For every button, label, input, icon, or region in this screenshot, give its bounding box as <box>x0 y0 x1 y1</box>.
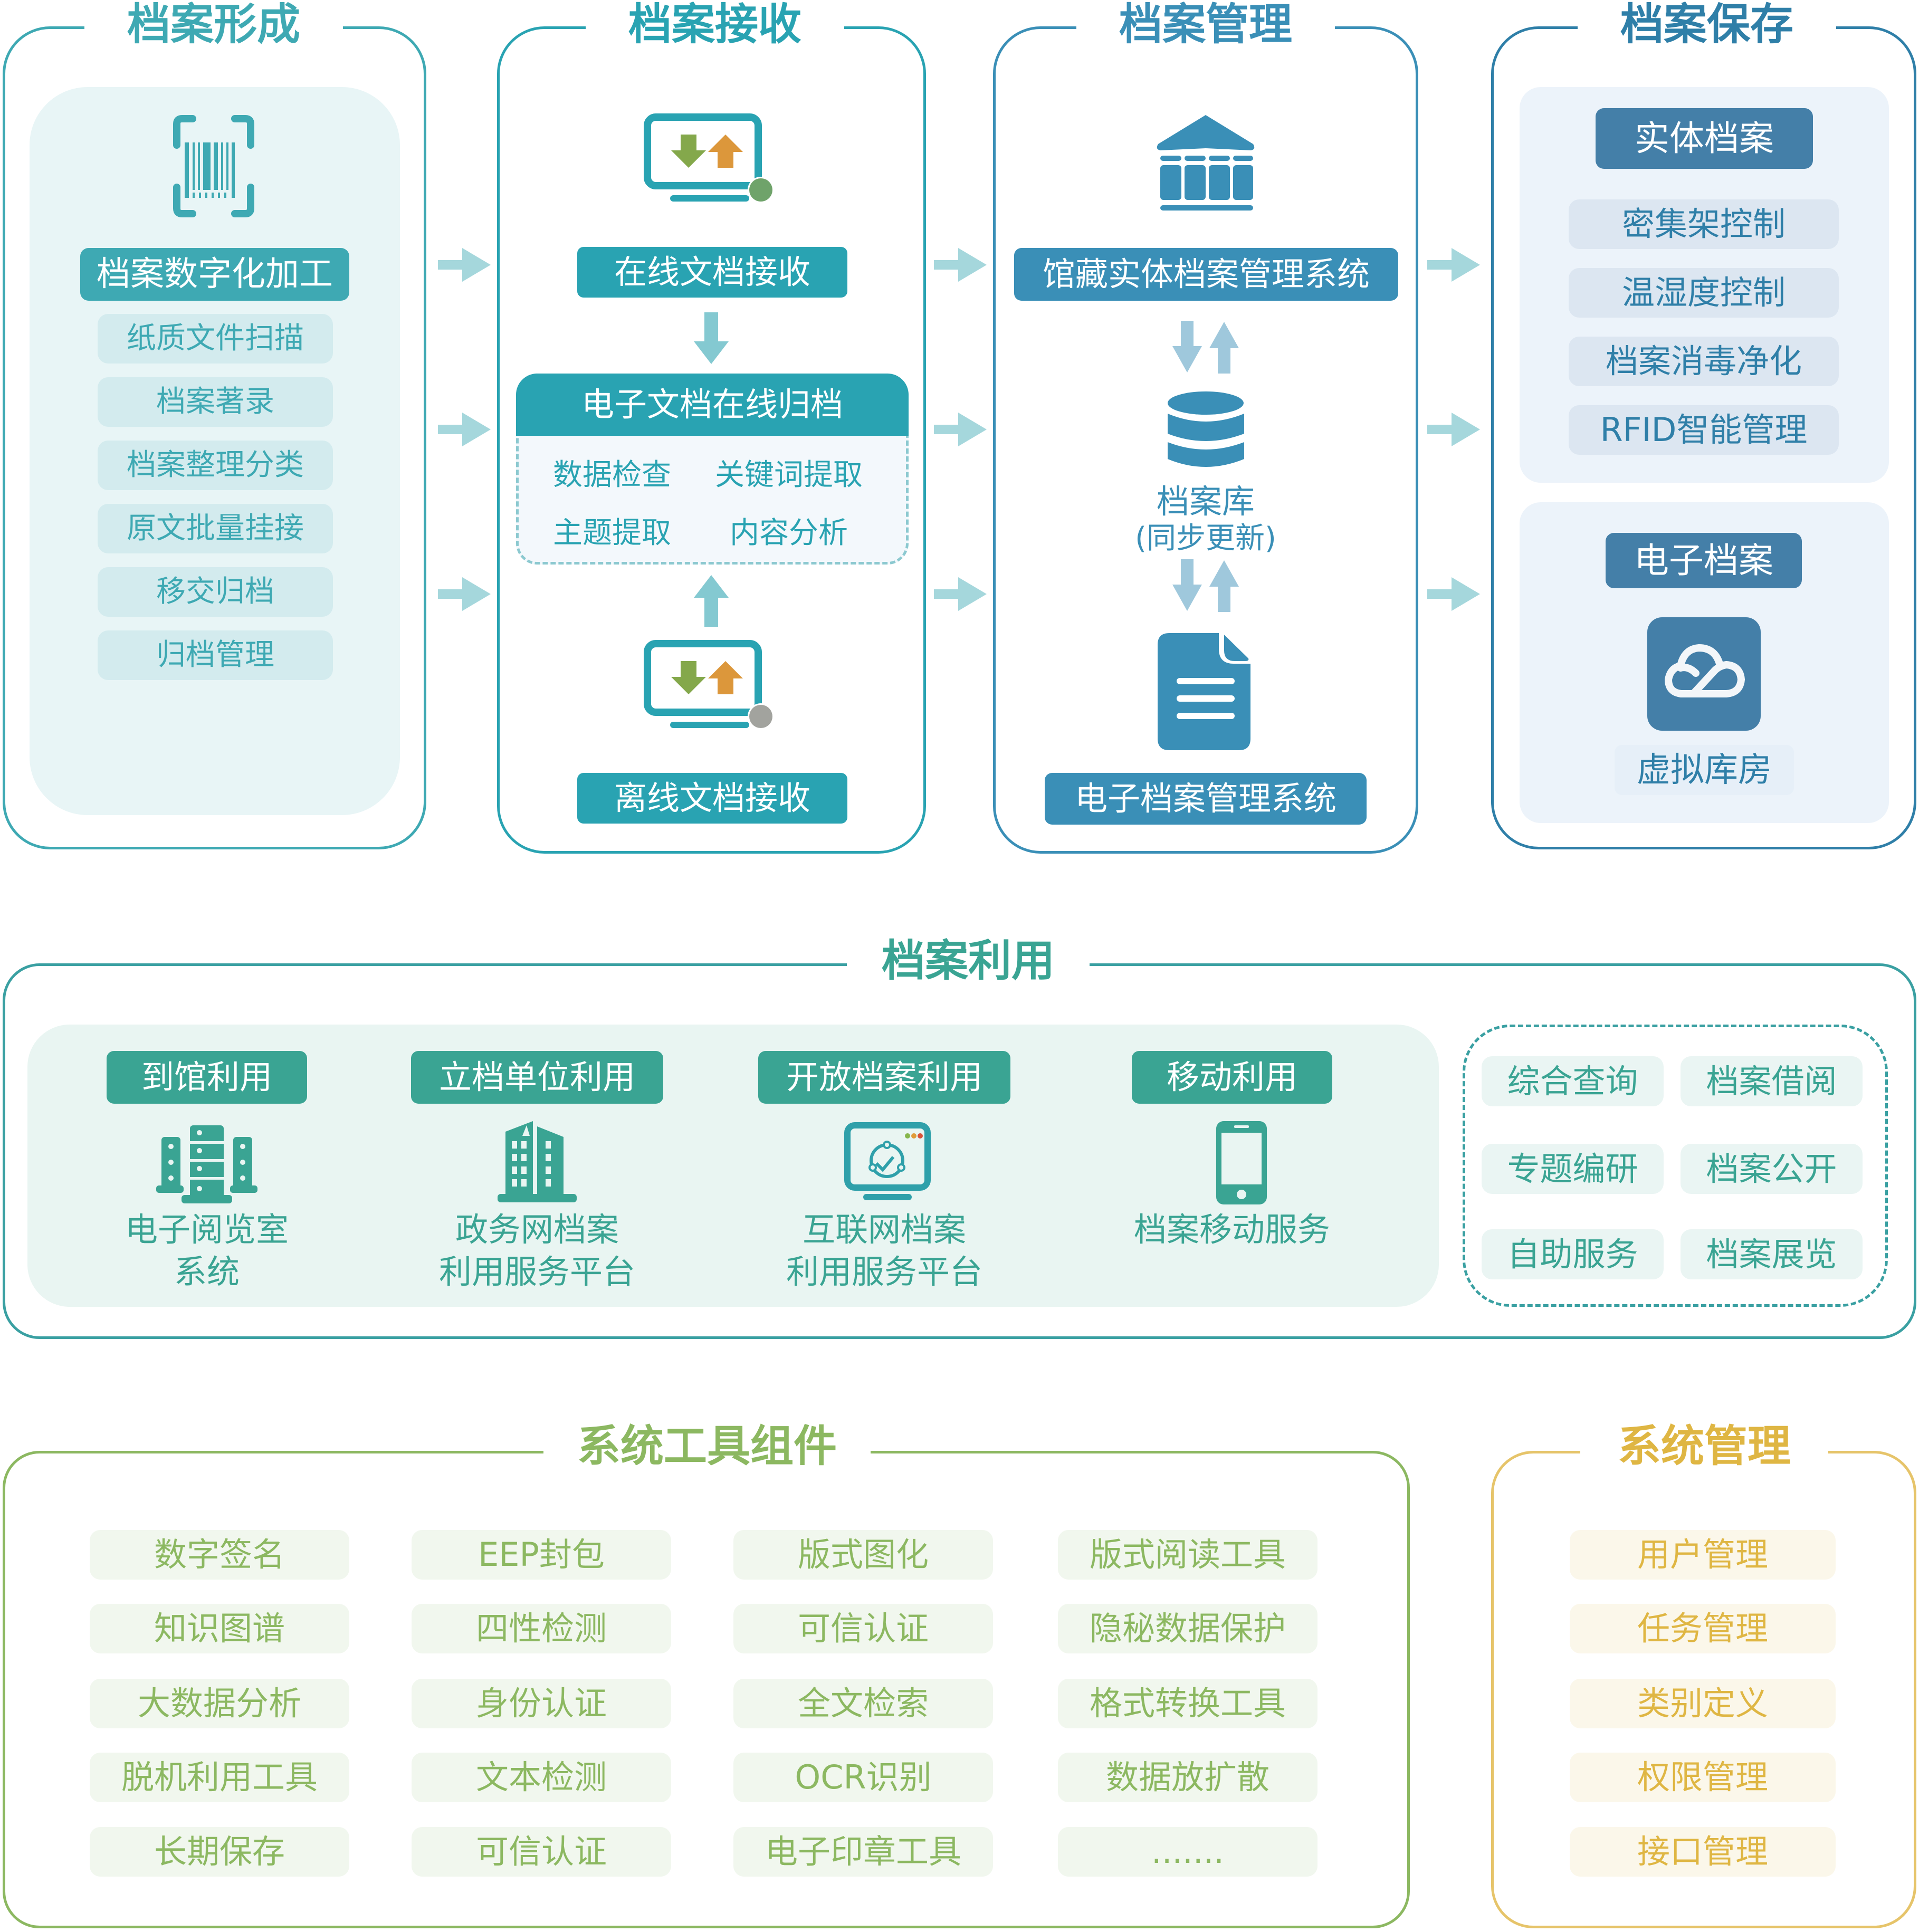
online-receive-label: 在线文档接收 <box>577 247 847 298</box>
utilization-channel-label: 互联网档案 <box>802 1210 966 1249</box>
archive-item-keyword-extract: 关键词提取 <box>715 458 863 492</box>
virtual-warehouse-label: 虚拟库房 <box>1615 745 1794 795</box>
physical-archive-item: RFID智能管理 <box>1569 405 1839 455</box>
tool-component-item[interactable]: 大数据分析 <box>90 1679 349 1728</box>
utilization-channel-label: 系统 <box>174 1252 240 1291</box>
right-arrow-icon <box>438 577 491 611</box>
system-management-title: 系统管理 <box>1580 1422 1828 1468</box>
reading-room-icon <box>154 1121 260 1206</box>
utilization-service-button[interactable]: 档案公开 <box>1681 1144 1863 1194</box>
utilization-channel-label: 档案移动服务 <box>1133 1210 1330 1249</box>
physical-archive-header: 实体档案 <box>1596 108 1813 169</box>
physical-archive-item: 温湿度控制 <box>1569 268 1839 318</box>
tool-component-item[interactable]: 四性检测 <box>412 1604 671 1653</box>
tool-component-item[interactable]: EEP封包 <box>412 1530 671 1580</box>
sync-arrows-icon-lower <box>1166 559 1245 612</box>
database-icon <box>1165 391 1247 471</box>
utilization-channel-label: 利用服务平台 <box>438 1252 635 1291</box>
monitor-transfer-online-icon <box>641 111 778 216</box>
formation-item: 档案著录 <box>98 377 333 427</box>
utilization-service-button[interactable]: 综合查询 <box>1482 1056 1664 1106</box>
tool-component-item[interactable]: 数据放扩散 <box>1058 1753 1317 1802</box>
cloud-icon <box>1647 617 1761 731</box>
down-arrow-icon <box>693 312 730 365</box>
right-arrow-icon <box>1427 577 1480 611</box>
monitor-transfer-offline-icon <box>641 637 778 743</box>
utilization-channel-tag: 立档单位利用 <box>411 1051 663 1104</box>
right-arrow-icon <box>438 413 491 446</box>
utilization-service-button[interactable]: 档案展览 <box>1681 1229 1863 1279</box>
formation-title: 档案形成 <box>84 0 343 46</box>
right-arrow-icon <box>1427 413 1480 446</box>
tool-component-item[interactable]: 格式转换工具 <box>1058 1679 1317 1728</box>
utilization-service-button[interactable]: 档案借阅 <box>1681 1056 1863 1106</box>
offline-receive-label: 离线文档接收 <box>577 773 847 824</box>
tool-component-item[interactable]: 隐秘数据保护 <box>1058 1604 1317 1653</box>
tool-component-item[interactable]: 知识图谱 <box>90 1604 349 1653</box>
right-arrow-icon <box>934 248 987 282</box>
formation-item: 归档管理 <box>98 630 333 680</box>
utilization-channel-label: 利用服务平台 <box>786 1252 982 1291</box>
right-arrow-icon <box>934 413 987 446</box>
document-icon <box>1156 633 1256 752</box>
system-management-item[interactable]: 用户管理 <box>1570 1530 1836 1580</box>
mobile-phone-icon <box>1179 1121 1285 1206</box>
physical-archive-item: 密集架控制 <box>1569 199 1839 249</box>
right-arrow-icon <box>934 577 987 611</box>
formation-item: 移交归档 <box>98 567 333 617</box>
tool-component-item[interactable]: 版式图化 <box>733 1530 993 1580</box>
tool-component-item[interactable]: 版式阅读工具 <box>1058 1530 1317 1580</box>
right-arrow-icon <box>438 248 491 282</box>
tool-component-item[interactable]: 脱机利用工具 <box>90 1753 349 1802</box>
barcode-scan-icon <box>161 113 266 219</box>
system-management-item[interactable]: 类别定义 <box>1570 1679 1836 1728</box>
system-management-item[interactable]: 任务管理 <box>1570 1604 1836 1653</box>
utilization-channel-tag: 移动利用 <box>1132 1051 1332 1104</box>
utilization-service-button[interactable]: 专题编研 <box>1482 1144 1664 1194</box>
tool-component-item[interactable]: 可信认证 <box>412 1827 671 1877</box>
formation-item: 原文批量挂接 <box>98 504 333 553</box>
utilization-service-button[interactable]: 自助服务 <box>1482 1229 1664 1279</box>
tool-component-item[interactable]: 身份认证 <box>412 1679 671 1728</box>
tools-title: 系统工具组件 <box>543 1422 871 1468</box>
office-building-icon <box>484 1121 590 1206</box>
tool-component-item[interactable]: 可信认证 <box>733 1604 993 1653</box>
system-management-item[interactable]: 接口管理 <box>1570 1827 1836 1877</box>
utilization-channel-label: 政务网档案 <box>455 1210 619 1249</box>
archive-item-topic-extract: 主题提取 <box>553 516 671 550</box>
formation-header: 档案数字化加工 <box>80 248 349 301</box>
utilization-channel-tag: 到馆利用 <box>107 1051 307 1104</box>
sync-arrows-icon <box>1166 321 1245 374</box>
tool-component-item[interactable]: 文本检测 <box>412 1753 671 1802</box>
physical-archive-item: 档案消毒净化 <box>1569 337 1839 386</box>
museum-icon <box>1153 113 1258 219</box>
right-arrow-icon <box>1427 248 1480 282</box>
electronic-archive-header: 电子档案 <box>1606 533 1802 588</box>
tool-component-item[interactable]: 电子印章工具 <box>733 1827 993 1877</box>
repository-label: 档案库 <box>1156 482 1255 521</box>
tool-component-item[interactable]: OCR识别 <box>733 1753 993 1802</box>
formation-item: 档案整理分类 <box>98 441 333 490</box>
repository-sublabel: (同步更新) <box>1135 521 1276 556</box>
electronic-archive-system-label: 电子档案管理系统 <box>1045 773 1367 825</box>
tool-component-item[interactable]: ....... <box>1058 1827 1317 1877</box>
utilization-channel-label: 电子阅览室 <box>125 1210 289 1249</box>
system-management-item[interactable]: 权限管理 <box>1570 1753 1836 1802</box>
tool-component-item[interactable]: 数字签名 <box>90 1530 349 1580</box>
up-arrow-icon <box>693 574 730 627</box>
formation-item: 纸质文件扫描 <box>98 314 333 364</box>
physical-archive-system-label: 馆藏实体档案管理系统 <box>1014 248 1398 301</box>
management-title: 档案管理 <box>1076 0 1335 46</box>
tool-component-item[interactable]: 全文检索 <box>733 1679 993 1728</box>
utilization-title: 档案利用 <box>847 936 1090 983</box>
online-archive-header: 电子文档在线归档 <box>516 374 909 436</box>
tool-component-item[interactable]: 长期保存 <box>90 1827 349 1877</box>
archive-item-data-check: 数据检查 <box>553 458 671 492</box>
preservation-title: 档案保存 <box>1578 0 1836 46</box>
receiving-title: 档案接收 <box>586 0 844 46</box>
web-platform-icon <box>832 1121 937 1206</box>
utilization-services-box <box>1463 1025 1888 1307</box>
utilization-channel-tag: 开放档案利用 <box>758 1051 1010 1104</box>
archive-item-content-analysis: 内容分析 <box>730 516 848 550</box>
